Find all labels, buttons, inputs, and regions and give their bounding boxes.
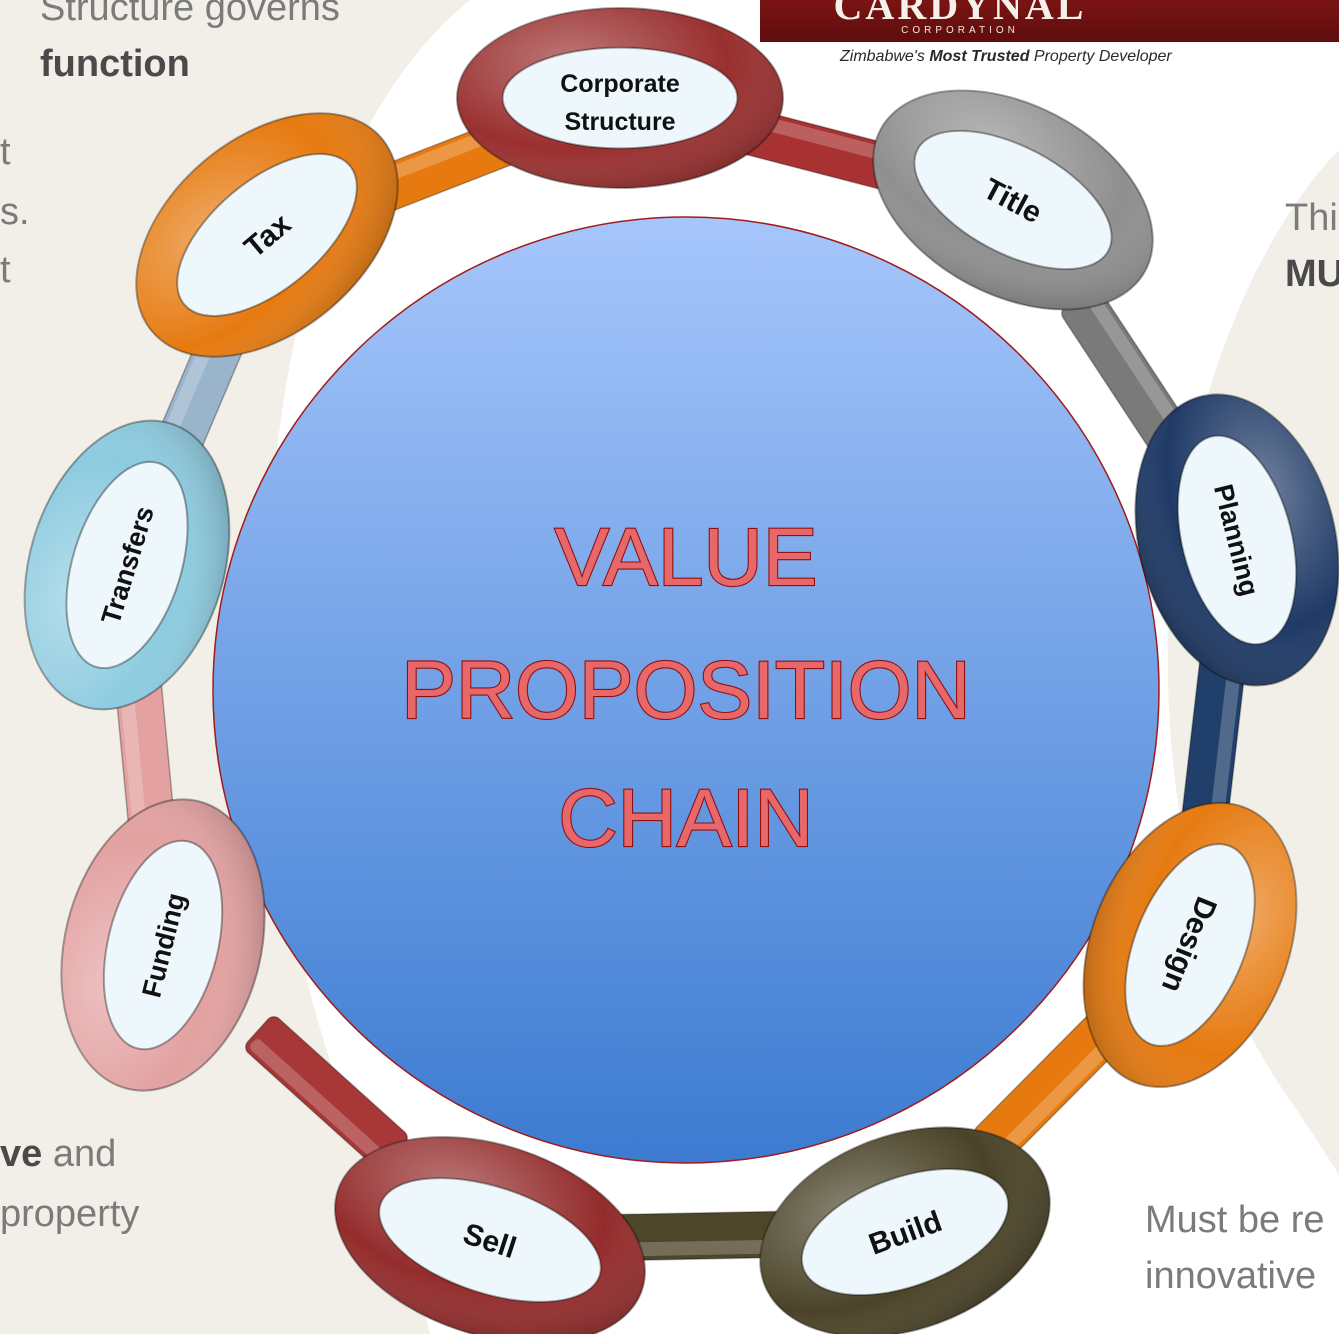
top-left-text-bold: function [40,43,190,85]
chain-connector [114,672,176,838]
chain-link: Tax [135,112,399,358]
left-fragment-3: t [0,249,11,291]
chain-link: Funding [60,798,266,1092]
top-left-text-line-1: Structure governs [40,0,340,29]
bottom-right-text-line-1: Must be re [1145,1199,1325,1241]
left-fragment-2: s. [0,191,30,233]
right-top-text-bold: MU [1285,253,1339,295]
bottom-left-text-rest: and [42,1133,117,1175]
chain-link: Design [1082,801,1298,1089]
right-top-text-line-2: MU [1285,252,1339,296]
top-left-text-line-2: function [40,42,190,86]
bottom-left-text-line-1: ve and [0,1132,116,1176]
center-title-line-2: PROPOSITION [401,645,971,736]
center-title-line-3: CHAIN [558,773,813,864]
tagline-prefix: Zimbabwe's [840,48,930,65]
brand-sub-text: CORPORATION [901,25,1019,36]
center-title-line-1: VALUE [555,512,818,603]
bottom-left-text-bold: ve [0,1133,43,1175]
chain-link: Planning [1134,393,1339,687]
chain-link: Transfers [23,419,231,711]
left-fragment-1: t [0,131,11,173]
bottom-left-text-line-2: property [0,1193,140,1235]
bottom-right-text-line-2: innovative [1145,1255,1317,1297]
tagline-suffix: Property Developer [1029,48,1172,65]
center-title: VALUE PROPOSITION CHAIN [400,511,972,865]
chain-link: Title [872,89,1154,311]
value-proposition-circle [212,216,1160,1164]
chain-connector [1180,654,1247,831]
brand-logo-text: CARDYNAL [833,0,1087,28]
chain-link: Sell [334,1136,646,1339]
tagline-bold: Most Trusted [929,48,1030,65]
brand-header-band [760,0,1339,42]
chain-link: Build [759,1126,1051,1338]
right-top-text-line-1: Thi [1285,197,1338,239]
brand-tagline: Zimbabwe's Most Trusted Property Develop… [840,47,1172,67]
